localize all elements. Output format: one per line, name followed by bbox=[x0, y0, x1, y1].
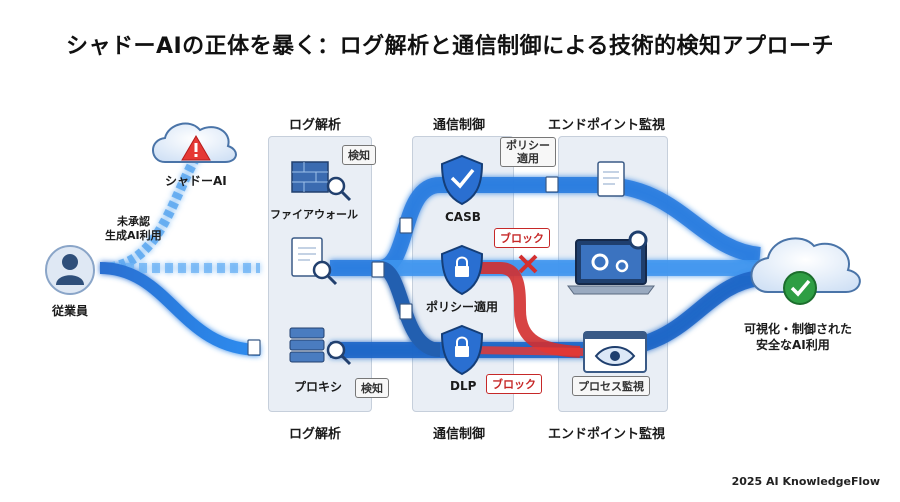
user-icon bbox=[45, 245, 95, 295]
policy-tag-line2: 適用 bbox=[517, 152, 539, 165]
outcome-label-line1: 可視化・制御された bbox=[744, 322, 853, 336]
unapproved-label-line1: 未承認 bbox=[117, 215, 150, 228]
column-header-traffic-control: 通信制御 bbox=[433, 118, 486, 133]
page-title: シャドーAIの正体を暴く：ログ解析と通信制御による技術的検知アプローチ bbox=[65, 34, 835, 59]
column-footer-traffic-control: 通信制御 bbox=[433, 427, 486, 442]
policy-label: ポリシー適用 bbox=[426, 300, 499, 314]
blocked-flow bbox=[469, 254, 586, 358]
shield-lock-icon bbox=[440, 244, 484, 296]
process-monitor-tag: プロセス監視 bbox=[572, 376, 650, 396]
detect-tag-bottom: 検知 bbox=[355, 378, 389, 398]
casb-label: CASB bbox=[445, 210, 481, 224]
block-x-icon bbox=[518, 254, 538, 274]
policy-tag-line1: ポリシー bbox=[506, 139, 550, 152]
main-flows bbox=[330, 177, 762, 358]
footer-credit: 2025 AI KnowledgeFlow bbox=[731, 475, 880, 488]
employee-label: 従業員 bbox=[52, 304, 89, 318]
log-document-icon bbox=[291, 237, 338, 286]
check-cloud-icon bbox=[750, 237, 861, 305]
block-tag-bottom: ブロック bbox=[486, 374, 542, 394]
dlp-label: DLP bbox=[450, 379, 477, 393]
detect-tag-top: 検知 bbox=[342, 145, 376, 165]
block-tag-top: ブロック bbox=[494, 228, 550, 248]
shield-check-icon bbox=[440, 154, 484, 206]
unapproved-label-line2: 生成AI利用 bbox=[105, 229, 162, 242]
outcome-label-line2: 安全なAI利用 bbox=[756, 338, 830, 352]
laptop-gear-icon bbox=[567, 230, 655, 295]
packet-document-icons bbox=[247, 176, 559, 356]
shield-lock-icon bbox=[440, 324, 484, 376]
column-header-log-analysis: ログ解析 bbox=[289, 118, 342, 133]
magnifier-icon bbox=[326, 176, 352, 202]
shadow-ai-label: シャドーAI bbox=[165, 174, 227, 188]
column-footer-log-analysis: ログ解析 bbox=[289, 427, 342, 442]
server-icon bbox=[289, 327, 352, 366]
document-icon bbox=[597, 161, 625, 197]
eye-icon bbox=[583, 331, 647, 373]
firewall-label: ファイアウォール bbox=[270, 208, 358, 221]
firewall-icon bbox=[291, 161, 329, 193]
employee-flow bbox=[99, 147, 261, 356]
column-footer-endpoint-monitoring: エンドポイント監視 bbox=[548, 427, 666, 442]
warning-icon bbox=[181, 135, 211, 161]
policy-tag: ポリシー 適用 bbox=[500, 137, 556, 167]
proxy-label: プロキシ bbox=[294, 380, 343, 394]
column-header-endpoint-monitoring: エンドポイント監視 bbox=[548, 118, 666, 133]
